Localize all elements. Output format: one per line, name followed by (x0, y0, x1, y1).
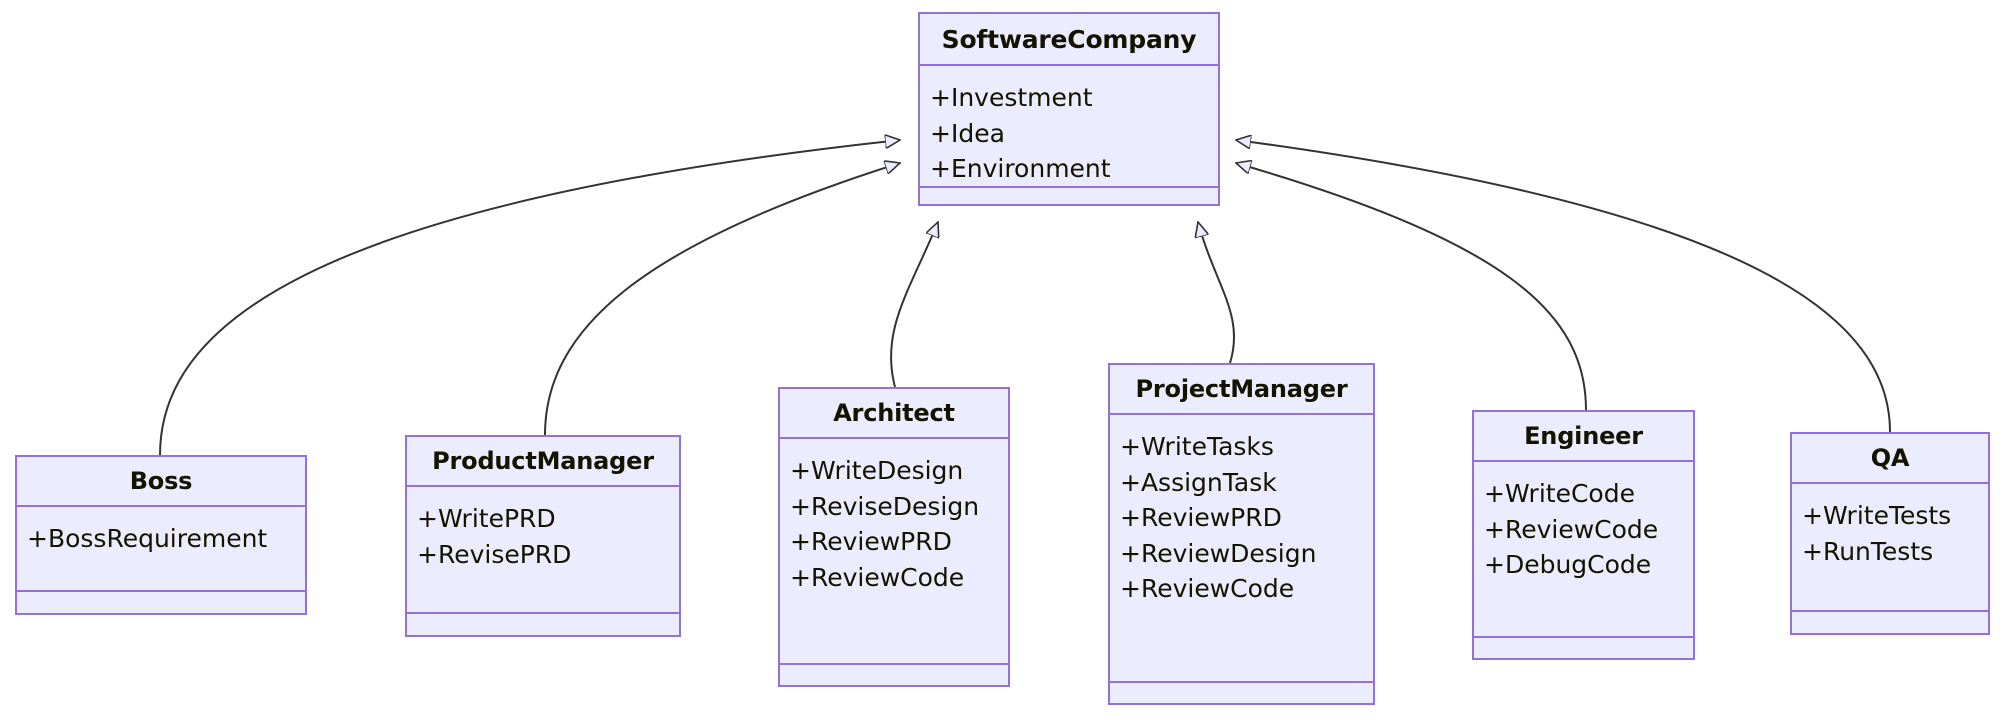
class-box-qa[interactable]: QA +WriteTests +RunTests (1790, 432, 1990, 635)
attribute-item: +Idea (930, 118, 1005, 148)
class-methods-software-company (920, 188, 1218, 206)
class-attributes-engineer: +WriteCode +ReviewCode +DebugCode (1474, 462, 1693, 638)
class-methods-product-manager (407, 614, 679, 632)
attribute-item: +WriteTests (1802, 501, 1952, 530)
attribute-item: +Environment (930, 154, 1111, 183)
attribute-item: +AssignTask (1120, 467, 1277, 497)
class-title-engineer: Engineer (1474, 412, 1693, 462)
class-attributes-architect: +WriteDesign +ReviseDesign +ReviewPRD +R… (780, 439, 1008, 665)
class-title-software-company: SoftwareCompany (920, 14, 1218, 66)
class-methods-qa (1792, 612, 1988, 630)
attribute-item: +ReviewCode (1484, 514, 1659, 544)
attribute-item: +WriteDesign (790, 456, 964, 485)
attribute-item: +BossRequirement (27, 524, 268, 553)
attribute-item: +Investment (930, 83, 1093, 112)
class-box-product-manager[interactable]: ProductManager +WritePRD +RevisePRD (405, 435, 681, 637)
class-title-project-manager: ProjectManager (1110, 365, 1373, 415)
attribute-item: +ReviewDesign (1120, 538, 1317, 568)
class-box-architect[interactable]: Architect +WriteDesign +ReviseDesign +Re… (778, 387, 1010, 687)
class-methods-project-manager (1110, 683, 1373, 701)
attribute-item: +ReviewPRD (790, 527, 952, 556)
attribute-item: +DebugCode (1484, 550, 1652, 579)
class-title-qa: QA (1792, 434, 1988, 484)
attribute-item: +ReviewCode (790, 562, 965, 592)
class-methods-architect (780, 665, 1008, 683)
attribute-item: +WritePRD (417, 504, 556, 533)
class-methods-engineer (1474, 638, 1693, 656)
class-attributes-project-manager: +WriteTasks +AssignTask +ReviewPRD +Revi… (1110, 415, 1373, 683)
edge-projectmanager-to-softwarecompany (1198, 222, 1235, 364)
attribute-item: +WriteCode (1484, 479, 1635, 508)
class-attributes-boss: +BossRequirement (17, 507, 305, 592)
class-box-project-manager[interactable]: ProjectManager +WriteTasks +AssignTask +… (1108, 363, 1375, 705)
attribute-item: +RevisePRD (417, 539, 572, 569)
class-box-engineer[interactable]: Engineer +WriteCode +ReviewCode +DebugCo… (1472, 410, 1695, 660)
class-box-software-company[interactable]: SoftwareCompany +Investment +Idea +Envir… (918, 12, 1220, 206)
attribute-item: +ReviewPRD (1120, 503, 1282, 532)
class-methods-boss (17, 592, 305, 610)
attribute-item: +ReviewCode (1120, 574, 1295, 603)
class-attributes-product-manager: +WritePRD +RevisePRD (407, 487, 679, 614)
class-title-boss: Boss (17, 457, 305, 507)
class-title-product-manager: ProductManager (407, 437, 679, 487)
class-title-architect: Architect (780, 389, 1008, 439)
attribute-item: +ReviseDesign (790, 491, 980, 521)
attribute-item: +WriteTasks (1120, 432, 1274, 461)
class-box-boss[interactable]: Boss +BossRequirement (15, 455, 307, 615)
class-attributes-qa: +WriteTests +RunTests (1792, 484, 1988, 612)
edge-architect-to-softwarecompany (890, 222, 938, 388)
class-attributes-software-company: +Investment +Idea +Environment (920, 66, 1218, 188)
attribute-item: +RunTests (1802, 536, 1934, 566)
